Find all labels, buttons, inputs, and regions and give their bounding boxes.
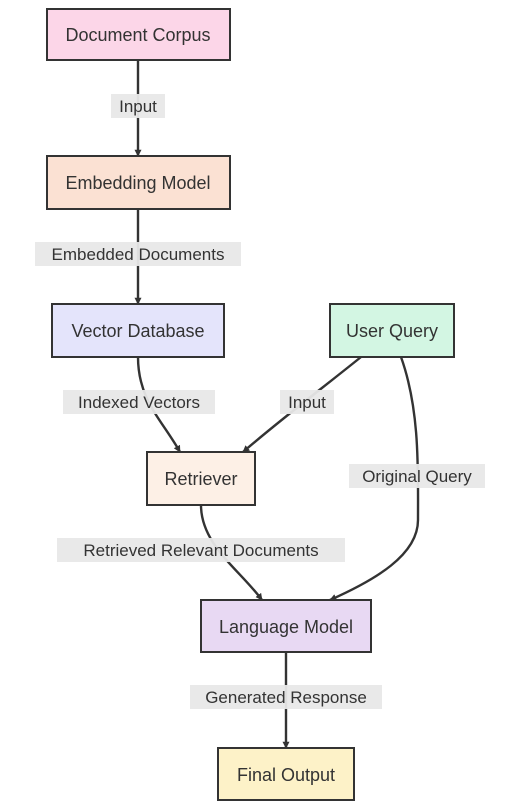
edge-label-embedding-to-vector: Embedded Documents <box>35 242 241 266</box>
node-label: User Query <box>346 321 438 341</box>
node-label: Vector Database <box>71 321 204 341</box>
nodes: Document Corpus Embedding Model Vector D… <box>46 8 455 801</box>
node-user-query: User Query <box>329 303 455 358</box>
edge-label-vector-to-retriever: Indexed Vectors <box>63 390 215 414</box>
node-label: Document Corpus <box>65 25 210 45</box>
node-label: Retriever <box>164 469 237 489</box>
edge-label-text: Retrieved Relevant Documents <box>83 541 318 560</box>
edge-labels: Input Embedded Documents Indexed Vectors… <box>35 94 485 709</box>
node-box <box>329 303 455 358</box>
node-box <box>200 599 372 653</box>
node-label: Embedding Model <box>65 173 210 193</box>
edge-label-text: Input <box>288 393 326 412</box>
node-vector-database: Vector Database <box>51 303 225 358</box>
edge-label-text: Indexed Vectors <box>78 393 200 412</box>
edge-label-query-to-retriever: Input <box>280 390 334 414</box>
node-label: Language Model <box>219 617 353 637</box>
node-language-model: Language Model <box>200 599 372 653</box>
node-document-corpus: Document Corpus <box>46 8 231 61</box>
node-embedding-model: Embedding Model <box>46 155 231 210</box>
node-box <box>46 155 231 210</box>
node-box <box>51 303 225 358</box>
edge-label-retriever-to-language: Retrieved Relevant Documents <box>57 538 345 562</box>
node-final-output: Final Output <box>217 747 355 801</box>
node-box <box>146 451 256 506</box>
edge-query-to-language <box>329 356 420 602</box>
edge-label-language-to-output: Generated Response <box>190 685 382 709</box>
node-label: Final Output <box>237 765 335 785</box>
edge-label-text: Generated Response <box>205 688 367 707</box>
edge-label-query-to-language: Original Query <box>349 464 485 488</box>
edge-label-corpus-to-embedding: Input <box>111 94 165 118</box>
node-box <box>217 747 355 801</box>
node-box <box>46 8 231 61</box>
edge-label-text: Original Query <box>362 467 472 486</box>
edge-label-text: Input <box>119 97 157 116</box>
node-retriever: Retriever <box>146 451 256 506</box>
edge-label-text: Embedded Documents <box>52 245 225 264</box>
